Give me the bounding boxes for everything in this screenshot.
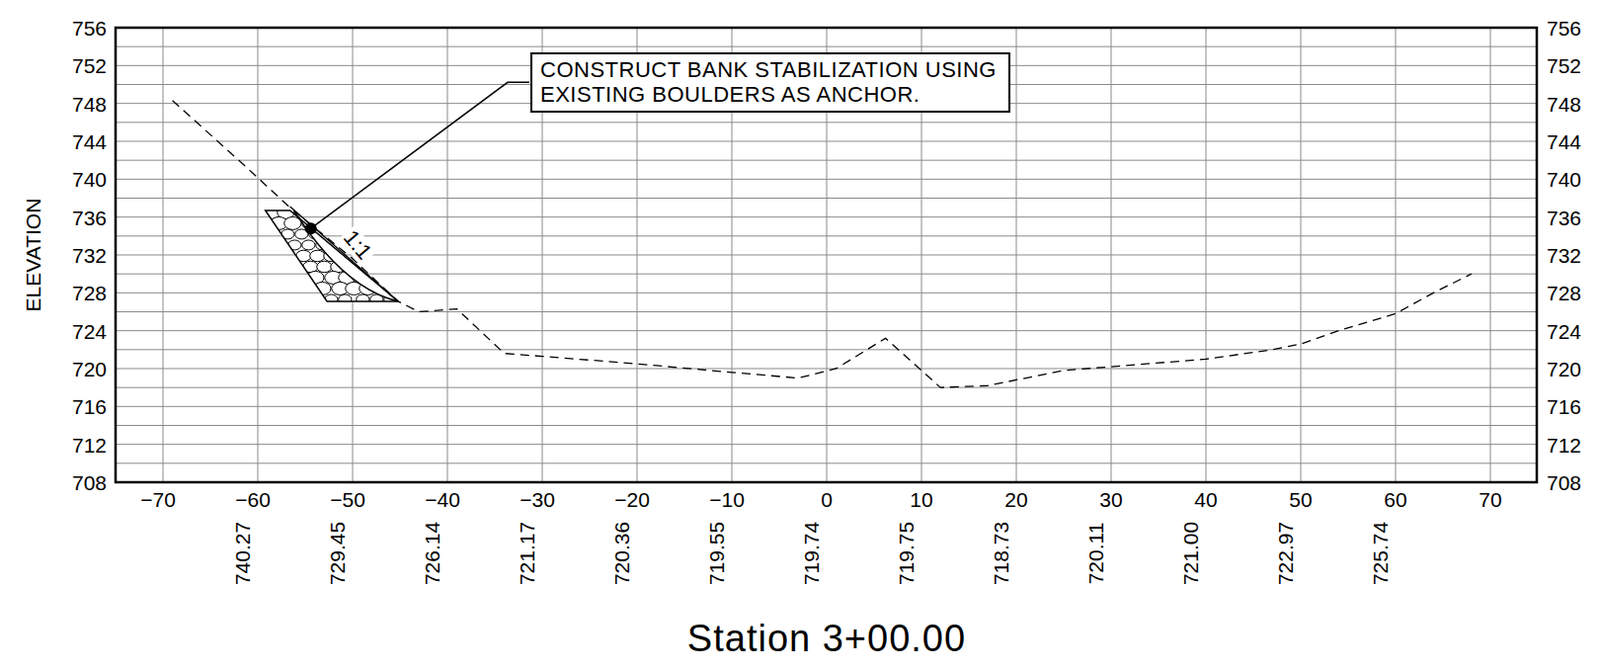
axis-tick-label: 724: [1546, 320, 1582, 341]
axis-tick-label: 744: [1546, 130, 1582, 152]
callout-box: CONSTRUCT BANK STABILIZATION USING EXIST…: [530, 52, 1011, 113]
axis-tick-label: 756: [72, 17, 107, 39]
grid-line: [115, 121, 1537, 123]
grid-line: [115, 348, 1537, 350]
station-tick-label: −60: [235, 488, 271, 510]
grid-line: [115, 216, 1537, 218]
axis-tick-label: 720: [72, 357, 107, 379]
axis-tick-label: 744: [72, 130, 107, 152]
axis-tick-label: 712: [1546, 433, 1582, 455]
axis-tick-label: 716: [72, 396, 107, 417]
axis-tick-label: 740: [72, 168, 107, 190]
grid-line: [115, 311, 1537, 313]
ground-elevation-label: 719.55: [706, 521, 727, 585]
axis-title: ELEVATION: [22, 198, 44, 313]
axis-tick-label: 716: [1546, 396, 1582, 417]
axis-tick-label: 732: [72, 243, 107, 265]
station-tick-label: 20: [1004, 488, 1028, 510]
ground-elevation-label: 720.36: [611, 521, 633, 585]
grid-line: [115, 140, 1537, 142]
station-tick-label: 40: [1194, 488, 1217, 510]
ground-profile: [172, 100, 1472, 388]
riprap-outline: [265, 210, 399, 302]
boulders: [247, 205, 415, 304]
axis-tick-label: 756: [1546, 17, 1582, 39]
axis-tick-label: 728: [1546, 282, 1582, 304]
axis-tick-label: 728: [72, 282, 107, 304]
callout-text: CONSTRUCT BANK STABILIZATION USING EXIST…: [540, 57, 1001, 108]
axis-tick-label: 740: [1546, 168, 1582, 190]
grid-line: [115, 197, 1537, 199]
grid-line: [115, 405, 1537, 407]
station-tick-label: −30: [519, 488, 556, 510]
leader-line: [311, 81, 530, 229]
station-tick-label: 10: [909, 488, 933, 510]
ground-elevation-label: 721.17: [516, 521, 538, 585]
axis-tick-label: 736: [1546, 206, 1582, 228]
grid-line: [115, 387, 1537, 389]
axis-tick-label: 748: [1546, 92, 1582, 114]
station-tick-label: 0: [820, 488, 833, 510]
station-tick-label: 60: [1383, 488, 1407, 510]
station-tick-label: −20: [614, 488, 650, 510]
station-tick-label: −10: [709, 488, 745, 510]
axis-tick-label: 720: [1546, 357, 1582, 379]
ground-elevation-label: 740.27: [232, 521, 253, 585]
axis-tick-label: 732: [1546, 243, 1582, 265]
ground-elevation-label: 721.00: [1180, 521, 1201, 585]
station-tick-label: −50: [329, 488, 366, 510]
ground-elevation-label: 720.11: [1085, 522, 1107, 585]
ground-elevation-label: 722.97: [1275, 521, 1296, 585]
station-tick-label: −40: [424, 488, 461, 510]
axis-tick-label: 752: [1546, 55, 1582, 77]
section-title: Station 3+00.00: [687, 619, 966, 657]
axis-tick-label: 708: [72, 471, 107, 492]
grid-line: [115, 424, 1537, 426]
grid-line: [115, 443, 1537, 445]
station-tick-label: 50: [1288, 488, 1312, 510]
ground-elevation-label: 729.45: [326, 521, 348, 585]
ground-elevation-label: 725.74: [1369, 521, 1391, 585]
grid-line: [115, 160, 1537, 161]
station-tick-label: 30: [1099, 488, 1122, 510]
grid-line: [115, 329, 1537, 331]
ground-elevation-label: 726.14: [421, 521, 443, 585]
grid-line: [115, 367, 1537, 369]
ground-elevation-label: 719.75: [895, 521, 917, 585]
grid-line: [115, 235, 1537, 237]
grid-line: [115, 46, 1537, 48]
station-tick-label: −70: [140, 488, 176, 510]
axis-tick-label: 724: [72, 320, 107, 341]
axis-tick-label: 708: [1546, 471, 1582, 492]
grid-line: [115, 178, 1537, 180]
axis-tick-label: 736: [72, 206, 107, 228]
axis-tick-label: 748: [72, 92, 107, 114]
station-tick-label: 70: [1478, 488, 1502, 510]
plot-frame: [115, 27, 1537, 482]
grid: [115, 27, 1537, 482]
axis-tick-label: 752: [72, 55, 107, 77]
grid-line: [115, 462, 1537, 464]
axis-tick-label: 712: [72, 433, 107, 455]
slope-line: [290, 206, 399, 302]
ground-elevation-label: 718.73: [990, 521, 1012, 585]
leader-dot: [305, 222, 318, 235]
ground-elevation-label: 719.74: [800, 521, 822, 585]
